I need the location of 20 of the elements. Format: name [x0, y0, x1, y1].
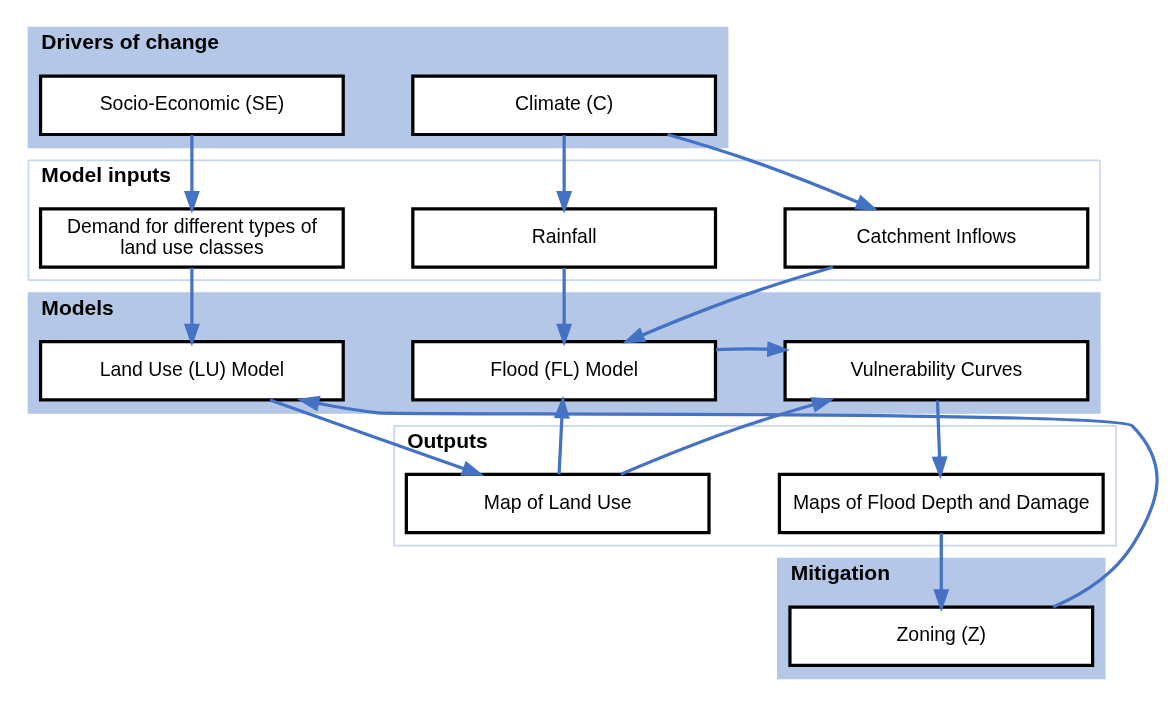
- arrow: [556, 267, 573, 347]
- node-box: Flood (FL) Model: [411, 340, 718, 402]
- node-box: Demand for different types of land use classes: [38, 207, 345, 269]
- node-box: Catchment Inflows: [783, 207, 1090, 269]
- node-box: Vulnerability Curves: [783, 340, 1090, 402]
- arrow: [183, 135, 200, 214]
- node-box: Socio-Economic (SE): [38, 74, 345, 137]
- arrow: [620, 397, 835, 476]
- node-box: Map of Land Use: [404, 472, 711, 535]
- arrow: [931, 400, 948, 480]
- arrow: [716, 341, 790, 358]
- arrow: [556, 135, 573, 214]
- node-box: Rainfall: [411, 207, 718, 269]
- node-box: Land Use (LU) Model: [38, 340, 345, 402]
- arrow: [933, 533, 950, 612]
- node-box: Zoning (Z): [788, 605, 1095, 667]
- node-box: Climate (C): [411, 74, 718, 137]
- arrow: [183, 267, 200, 347]
- node-box: Maps of Flood Depth and Damage: [777, 472, 1105, 535]
- arrow: [269, 398, 485, 476]
